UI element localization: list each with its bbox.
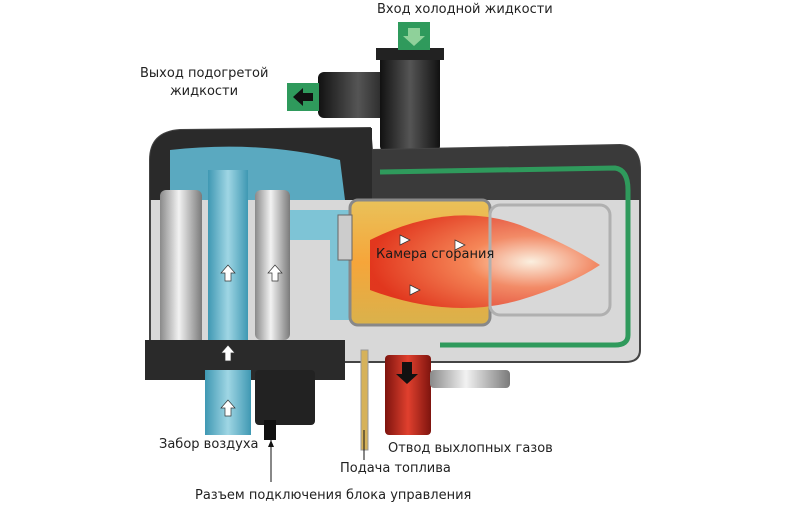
fuel-fitting: [430, 370, 510, 388]
heat-exchanger: [488, 203, 612, 317]
coolant-outlet-label-line1: Выход подогретой: [140, 66, 269, 81]
exhaust-arrow-icon: [396, 362, 418, 384]
coolant-inlet-arrow-icon: [398, 22, 430, 50]
glow-plug: [337, 214, 353, 261]
exhaust-pipe: [385, 355, 431, 435]
connector-pointer-head: [268, 440, 274, 447]
fuel-pump-cylinder: [255, 190, 290, 340]
blower-motor: [160, 190, 202, 360]
coolant-inlet-label: Вход холодной жидкости: [377, 2, 553, 17]
flame: [370, 215, 600, 308]
connector-plug: [264, 420, 276, 440]
coolant-pipes: [318, 48, 444, 152]
air-duct: [290, 210, 350, 320]
coolant-outlet-label: Выход подогретой жидкости: [140, 66, 268, 100]
coolant-outlet-arrow-icon: [287, 83, 319, 111]
exhaust-outlet-label: Отвод выхлопных газов: [388, 441, 553, 456]
air-flow-arrows: [220, 234, 466, 417]
coolant-jacket: [379, 165, 631, 348]
connector-block: [255, 370, 315, 425]
coolant-outlet-label-line2: жидкости: [169, 84, 239, 99]
air-intake-label: Забор воздуха: [159, 437, 259, 452]
fuel-supply-label: Подача топлива: [340, 461, 451, 476]
control-connector-label: Разъем подключения блока управления: [195, 488, 472, 503]
combustion-chamber-label: Камера сгорания: [376, 247, 495, 262]
